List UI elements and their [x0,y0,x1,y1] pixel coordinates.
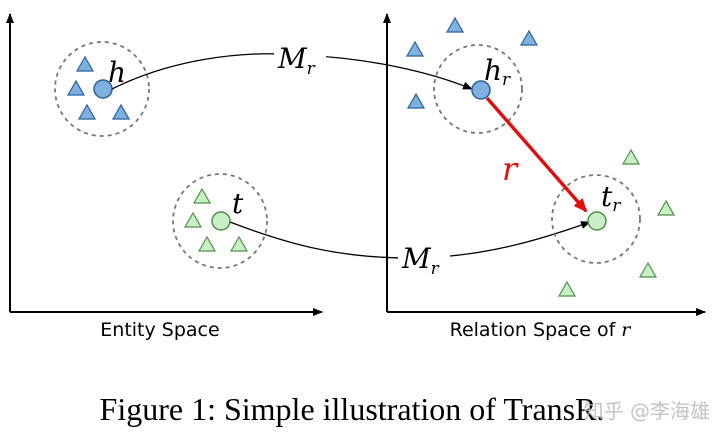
tail-projection-label: Mr [401,242,440,279]
projected-tail-node [587,211,607,231]
projected-tail-boundary [551,174,641,264]
figure-caption: Figure 1: Simple illustration of TransR. [100,391,605,427]
projected-head-node [471,80,491,100]
scattered-tail-triangle [557,280,577,297]
tail-entity-label: t [232,187,244,220]
projected-tail-label: tr [601,180,621,216]
head-neighbor-triangle [111,103,131,120]
tail-entity-node [211,211,231,231]
relation-translation-arrow [485,96,588,213]
entity-space-axes [5,13,323,316]
head-neighbor-triangle [77,103,97,120]
tail-neighbor-triangle [229,235,249,252]
relation-space-label: Relation Space of r [450,319,633,341]
relation-space-axes [383,13,706,316]
relation-label: r [502,150,519,188]
head-entity-label: h [108,56,126,89]
head-projection-label: Mr [277,42,316,79]
watermark-text: 知乎 @李海雄 [584,399,710,423]
tail-projection-label-bg [398,240,450,274]
head-neighbor-triangle [66,79,86,96]
scattered-tail-triangle [621,148,641,165]
tail-neighbor-triangle [192,187,212,204]
projected-head-boundary [433,44,523,134]
tail-entity-cluster: t [172,173,268,269]
scattered-head-triangle [445,16,465,33]
scattered-tail-triangle [638,261,658,278]
relation-space-variable: r [621,319,632,341]
entity-space-label: Entity Space [100,319,219,341]
tail-cluster-boundary [172,173,268,269]
head-projection-label-bg [274,40,326,74]
scattered-head-triangle [406,92,426,109]
scattered-head-triangle [405,40,425,57]
head-cluster-boundary [54,41,150,137]
tail-neighbor-triangle [183,211,203,228]
head-neighbor-triangle [75,55,95,72]
tail-neighbor-triangle [197,235,217,252]
projected-tail-cluster: tr [551,148,676,297]
head-entity-cluster: h [54,41,150,137]
projected-head-label: hr [484,54,511,90]
scattered-tail-triangle [656,199,676,216]
scattered-head-triangle [519,29,539,46]
projected-head-cluster: hr [405,16,539,134]
